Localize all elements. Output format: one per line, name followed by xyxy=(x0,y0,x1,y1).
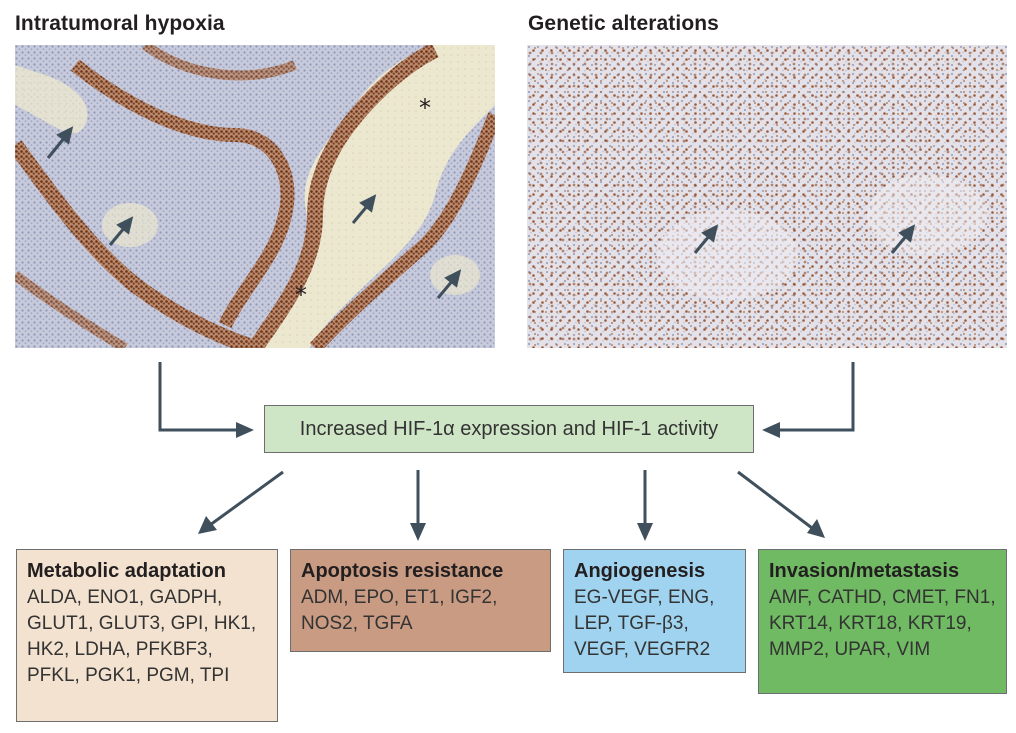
apoptosis-resistance-box: Apoptosis resistance ADM, EPO, ET1, IGF2… xyxy=(290,549,551,652)
arrow-to-invasion xyxy=(737,470,813,530)
invasion-metastasis-box: Invasion/metastasis AMF, CATHD, CMET, FN… xyxy=(758,549,1007,694)
right-input-arrow xyxy=(778,362,855,432)
genetic-micrograph xyxy=(527,45,1007,348)
angiogenesis-box: Angiogenesis EG-VEGF, ENG, LEP, TGF-β3, … xyxy=(563,549,746,673)
hif1-activity-label: Increased HIF-1α expression and HIF-1 ac… xyxy=(299,417,719,440)
hif1-activity-box: Increased HIF-1α expression and HIF-1 ac… xyxy=(264,405,754,453)
invasion-metastasis-genes: AMF, CATHD, CMET, FN1, KRT14, KRT18, KRT… xyxy=(769,587,996,660)
metabolic-adaptation-heading: Metabolic adaptation xyxy=(27,560,226,582)
metabolic-adaptation-genes: ALDA, ENO1, GADPH, GLUT1, GLUT3, GPI, HK… xyxy=(27,587,257,686)
left-panel-title: Intratumoral hypoxia xyxy=(15,12,225,35)
left-input-arrow xyxy=(158,362,238,432)
metabolic-adaptation-box: Metabolic adaptation ALDA, ENO1, GADPH, … xyxy=(16,549,278,722)
angiogenesis-heading: Angiogenesis xyxy=(574,560,706,582)
apoptosis-resistance-genes: ADM, EPO, ET1, IGF2, NOS2, TGFA xyxy=(301,587,498,634)
right-panel-title: Genetic alterations xyxy=(528,12,719,35)
invasion-metastasis-heading: Invasion/metastasis xyxy=(769,560,960,582)
angiogenesis-genes: EG-VEGF, ENG, LEP, TGF-β3, VEGF, VEGFR2 xyxy=(574,587,715,660)
hypoxia-micrograph: * * xyxy=(15,45,495,348)
arrow-to-metabolic xyxy=(209,470,284,527)
apoptosis-resistance-heading: Apoptosis resistance xyxy=(301,560,504,582)
svg-text:*: * xyxy=(419,94,431,122)
svg-text:*: * xyxy=(295,281,307,309)
